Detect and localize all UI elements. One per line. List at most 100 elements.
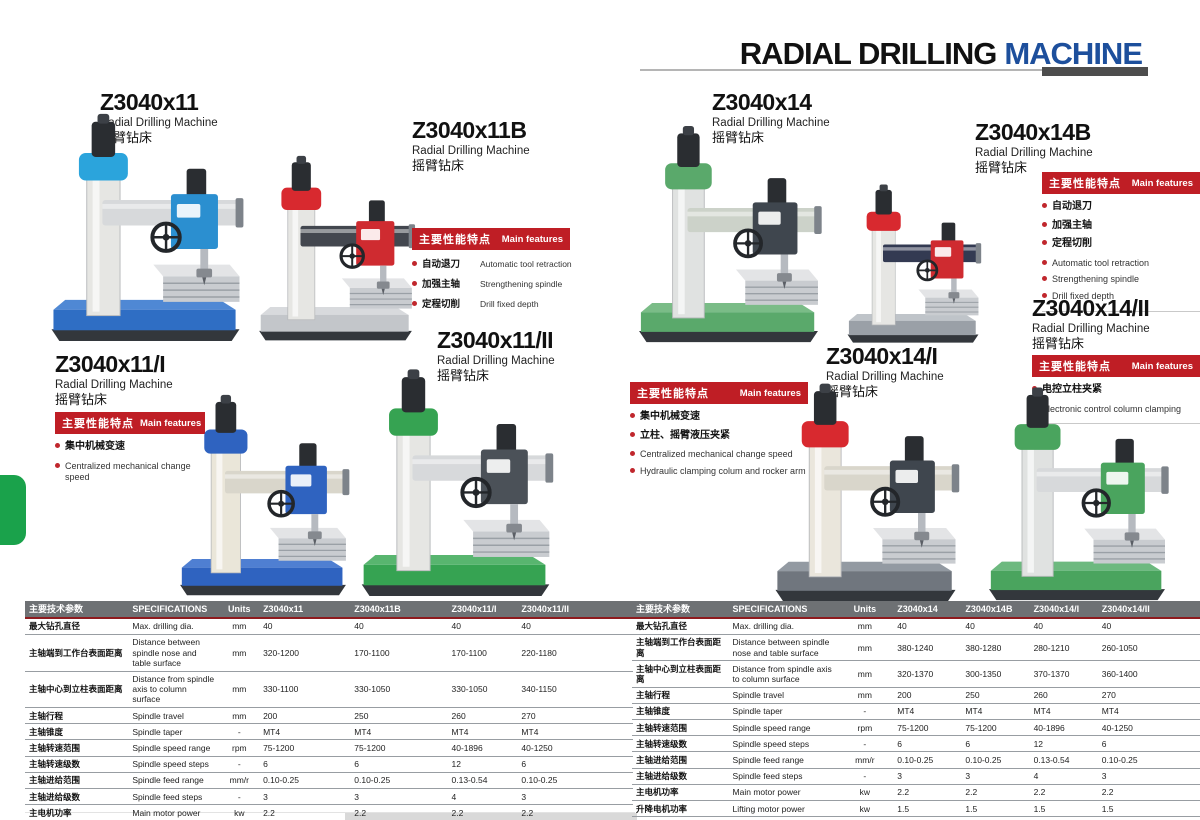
spec-cell: mm <box>232 621 247 632</box>
product-title-z3040x14-ii: Z3040x14/II Radial Drilling Machine 摇臂钻床 <box>1032 295 1150 351</box>
product-subtitle-en: Radial Drilling Machine <box>826 370 944 383</box>
spec-cell: - <box>237 791 241 802</box>
spec-cell: 330-1100 <box>263 684 299 695</box>
spec-cell: 330-1050 <box>451 684 488 695</box>
features-header: 主要性能特点 Main features <box>1042 172 1200 194</box>
spec-cell: mm/r <box>855 754 875 765</box>
spec-cell: 主轴中心到立柱表面距离 <box>29 684 123 695</box>
feature-item: Centralized mechanical change speed <box>55 461 205 484</box>
spec-cell: 200 <box>263 710 278 721</box>
feature-item: 加强主轴 <box>1042 220 1200 233</box>
spec-cell: 280-1210 <box>1033 642 1070 653</box>
spec-cell: 170-1100 <box>451 647 487 658</box>
spec-cell: Distance from spindle axis to column sur… <box>732 663 832 685</box>
spec-cell: 370-1370 <box>1033 668 1070 679</box>
spec-cell: Lifting motor power <box>732 803 805 814</box>
spec-cell: 主轴中心到立柱表面距离 <box>636 663 722 685</box>
spec-cell: Spindle feed range <box>732 754 804 765</box>
feature-item: Strengthening spindle <box>1042 274 1200 286</box>
spec-cell: 40 <box>1101 621 1112 632</box>
spec-table-row: 主轴中心到立柱表面距离 Distance from spindle axis to… <box>632 661 1200 688</box>
product-subtitle-en: Radial Drilling Machine <box>412 144 530 157</box>
spec-cell: MT4 <box>354 726 372 737</box>
spec-cell: 6 <box>521 759 527 770</box>
spec-cell: 主轴转速级数 <box>29 759 81 770</box>
spec-cell: - <box>237 759 241 770</box>
spec-cell: - <box>237 726 241 737</box>
page-edge-tab <box>0 475 26 545</box>
features-header: 主要性能特点 Main features <box>55 412 205 434</box>
spec-header-cell: Z3040x11B <box>354 603 401 614</box>
spec-cell: 270 <box>1101 690 1116 701</box>
product-title-z3040x14b: Z3040x14B Radial Drilling Machine 摇臂钻床 <box>975 119 1093 175</box>
product-subtitle-cn: 摇臂钻床 <box>975 159 1028 175</box>
spec-cell: mm <box>232 710 247 721</box>
spec-cell: 40-1896 <box>451 742 483 753</box>
spec-cell: kw <box>859 803 871 814</box>
spec-cell: Spindle speed steps <box>732 738 810 749</box>
features-box-z3040x14-ii: 主要性能特点 Main features 电控立柱夹紧 Electronic c… <box>1032 355 1200 425</box>
spec-cell: Distance between spindle nose and table … <box>732 637 830 658</box>
feature-item: 电控立柱夹紧 <box>1032 384 1200 397</box>
spec-cell: 340-1150 <box>521 684 557 695</box>
spec-cell: 主轴锥度 <box>636 706 671 717</box>
spec-cell: 最大钻孔直径 <box>29 621 81 632</box>
product-name: Z3040x11/I <box>55 351 166 377</box>
spec-cell: 主轴转速级数 <box>636 738 688 749</box>
spec-header-cell: 主要技术参数 <box>29 603 84 614</box>
spec-cell: Spindle travel <box>732 690 785 701</box>
product-name: Z3040x11/II <box>437 327 553 353</box>
spec-cell: 4 <box>1033 771 1039 782</box>
spec-cell: 300-1350 <box>965 668 1002 679</box>
spec-cell: 260-1050 <box>1101 642 1138 653</box>
spec-cell: 2.2 <box>354 807 367 818</box>
spec-header-cell: SPECIFICATIONS <box>732 603 808 614</box>
spec-cell: 40 <box>354 621 364 632</box>
machine-photo-z3040x11 <box>28 108 263 343</box>
spec-cell: Spindle feed range <box>132 775 204 786</box>
spec-cell: 主轴行程 <box>636 690 671 701</box>
spec-cell: Distance from spindle axis to column sur… <box>132 674 215 705</box>
spec-cell: 主电机功率 <box>29 807 72 818</box>
product-name: Z3040x14/II <box>1032 295 1150 321</box>
spec-cell: 1.5 <box>1033 803 1046 814</box>
spec-cell: 75-1200 <box>263 742 295 753</box>
spec-cell: 升降电机功率 <box>636 803 688 814</box>
spec-cell: 75-1200 <box>965 722 997 733</box>
spec-cell: Max. drilling dia. <box>732 621 794 632</box>
spec-cell: 0.10-0.25 <box>354 775 391 786</box>
spec-cell: 75-1200 <box>354 742 386 753</box>
product-subtitle-en: Radial Drilling Machine <box>712 116 830 129</box>
spec-cell: 主轴转速范围 <box>636 722 688 733</box>
product-subtitle-cn: 摇臂钻床 <box>412 157 465 173</box>
spec-cell: 3 <box>1101 771 1107 782</box>
spec-cell: rpm <box>231 742 247 753</box>
spec-cell: MT4 <box>965 706 983 717</box>
spec-cell: 主轴行程 <box>29 710 64 721</box>
spec-cell: 40 <box>451 621 461 632</box>
product-name: Z3040x14/I <box>826 343 938 369</box>
features-box-z3040x14b: 主要性能特点 Main features 自动退刀 加强主轴 定程切削 Auto… <box>1042 172 1200 312</box>
spec-cell: 170-1100 <box>354 647 390 658</box>
spec-cell: 2.2 <box>1033 787 1046 798</box>
spec-cell: 0.13-0.54 <box>1033 754 1070 765</box>
spec-cell: 主轴端到工作台表面距离 <box>636 637 722 658</box>
spec-cell: 260 <box>1033 690 1048 701</box>
product-subtitle-en: Radial Drilling Machine <box>1032 322 1150 335</box>
features-box-z3040x11-i: 主要性能特点 Main features 集中机械变速 Centralized … <box>55 412 205 489</box>
machine-photo-z3040x14-i <box>748 378 983 603</box>
spec-header-cell: Z3040x11/I <box>451 603 497 614</box>
spec-cell: 200 <box>897 690 912 701</box>
